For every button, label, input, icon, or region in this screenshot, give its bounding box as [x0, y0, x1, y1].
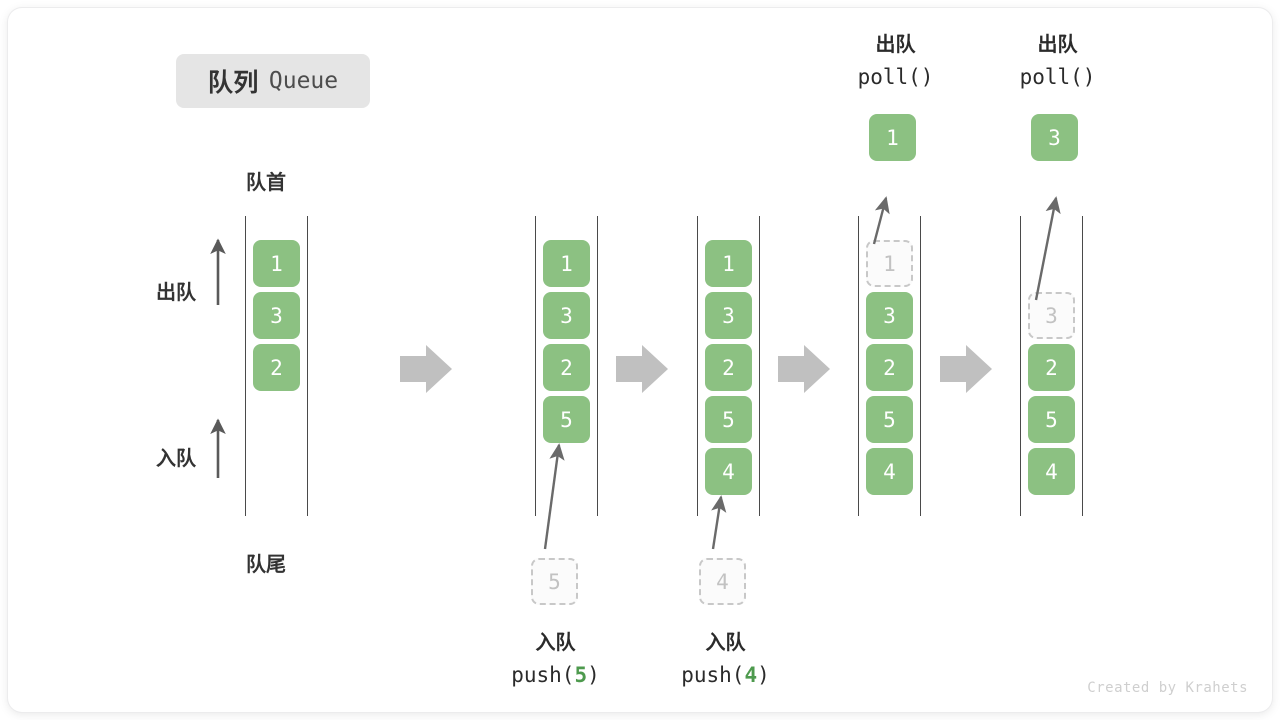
queue-cell: 2: [705, 344, 752, 391]
queue-cell: 5: [1028, 396, 1075, 443]
push-ghost-cell: 4: [699, 558, 746, 605]
poll-label-2: 出队 poll(): [950, 30, 1165, 94]
queue-cell: 4: [705, 448, 752, 495]
queue-rail-right: [307, 216, 308, 516]
queue-cell: 2: [1028, 344, 1075, 391]
push-4-label-cn: 入队: [705, 632, 746, 654]
queue-rail-left: [1020, 216, 1021, 516]
push-4-label: 入队 push(4): [618, 628, 833, 692]
queue-rail-right: [759, 216, 760, 516]
queue-cell: 3: [866, 292, 913, 339]
queue-cell: 5: [705, 396, 752, 443]
tail-label: 队尾: [246, 554, 286, 576]
queue-rail-left: [697, 216, 698, 516]
push-4-fn-end: ): [757, 663, 770, 687]
title-cn: 队列: [207, 69, 259, 97]
push-5-label-cn: 入队: [535, 632, 576, 654]
queue-cell: 1: [543, 240, 590, 287]
enqueue-label: 入队: [156, 448, 196, 470]
queue-cell: 2: [543, 344, 590, 391]
head-label: 队首: [246, 172, 286, 194]
step-arrow: [616, 345, 668, 393]
queue-cell: 1: [253, 240, 300, 287]
poll-label-1-cn: 出队: [875, 34, 916, 56]
push-ghost-cell: 5: [531, 558, 578, 605]
queue-rail-left: [245, 216, 246, 516]
poll-label-2-code: poll(): [1019, 65, 1096, 89]
queue-cell: 2: [866, 344, 913, 391]
poll-3-arrow: [1034, 196, 1061, 301]
title-en: Queue: [268, 68, 339, 94]
poll-label-2-cn: 出队: [1037, 34, 1078, 56]
watermark: Created by Krahets: [1087, 680, 1248, 696]
step-arrow: [778, 345, 830, 393]
push-5-arrow: [543, 443, 565, 550]
diagram-card: 队列 Queue 队首 队尾 出队 入队 1 3 2 1 3 2 5 5 入队 …: [8, 8, 1272, 712]
queue-cell: 5: [866, 396, 913, 443]
queue-cell: 4: [866, 448, 913, 495]
title-badge: 队列 Queue: [176, 54, 370, 108]
step-arrow: [400, 345, 452, 393]
polled-cell: 3: [1031, 114, 1078, 161]
dequeue-label: 出队: [156, 282, 196, 304]
queue-rail-left: [858, 216, 859, 516]
queue-rail-right: [597, 216, 598, 516]
queue-cell: 4: [1028, 448, 1075, 495]
push-5-fn: push(: [511, 663, 575, 687]
push-4-label-code: push(4): [618, 659, 833, 692]
push-4-fn: push(: [681, 663, 745, 687]
push-5-label: 入队 push(5): [448, 628, 663, 692]
push-5-arg: 5: [574, 663, 588, 687]
push-4-arrow: [711, 495, 727, 550]
queue-cell-ghost: 3: [1028, 292, 1075, 339]
queue-cell: 3: [543, 292, 590, 339]
queue-rail-left: [535, 216, 536, 516]
queue-cell: 5: [543, 396, 590, 443]
poll-label-1: 出队 poll(): [788, 30, 1003, 94]
queue-cell-ghost: 1: [866, 240, 913, 287]
polled-cell: 1: [869, 114, 916, 161]
queue-cell: 2: [253, 344, 300, 391]
poll-label-1-code: poll(): [857, 65, 934, 89]
push-4-arg: 4: [744, 663, 758, 687]
poll-1-arrow: [872, 196, 890, 245]
queue-rail-right: [920, 216, 921, 516]
push-5-label-code: push(5): [448, 659, 663, 692]
queue-cell: 1: [705, 240, 752, 287]
queue-rail-right: [1082, 216, 1083, 516]
push-5-fn-end: ): [587, 663, 600, 687]
step-arrow: [940, 345, 992, 393]
queue-cell: 3: [705, 292, 752, 339]
queue-cell: 3: [253, 292, 300, 339]
